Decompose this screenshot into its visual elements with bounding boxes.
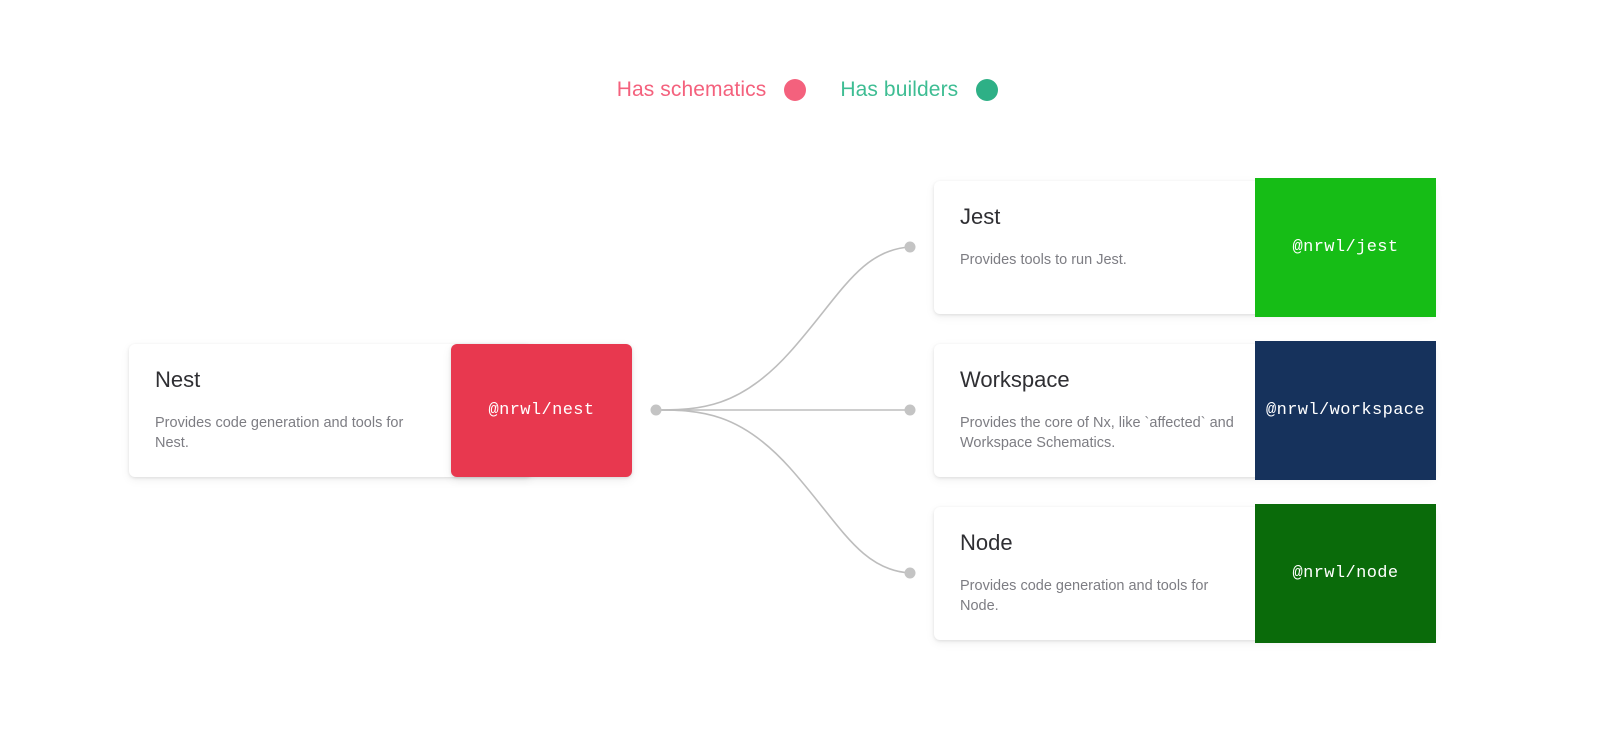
node-description: Provides code generation and tools for N… (960, 578, 1209, 614)
edge-endpoint-dot-jest (904, 241, 916, 253)
node-package-panel-jest: @nrwl/jest (1255, 178, 1436, 317)
node-title: Node (960, 530, 1013, 555)
node-package-label: @nrwl/node (1292, 564, 1399, 583)
edge-endpoint-dot-workspace (904, 404, 916, 416)
legend-label-builders: Has builders (840, 78, 959, 101)
builders-dot-icon (976, 79, 999, 101)
legend: Has schematics Has builders (0, 78, 1615, 102)
node-title: Workspace (960, 367, 1070, 392)
edge-nest-to-node (655, 409, 911, 574)
node-package-panel-workspace: @nrwl/workspace (1255, 341, 1436, 480)
node-description: Provides code generation and tools for N… (155, 415, 404, 451)
edge-source-dot-icon (650, 404, 662, 416)
edge-nest-to-jest (655, 246, 911, 411)
node-package-label: @nrwl/workspace (1265, 401, 1426, 420)
legend-item-schematics: Has schematics (617, 78, 807, 102)
node-description: Provides the core of Nx, like `affected`… (960, 415, 1234, 451)
node-title: Jest (960, 204, 1001, 229)
node-card-body: Jest Provides tools to run Jest. (934, 181, 1434, 314)
node-card-body: Workspace Provides the core of Nx, like … (934, 344, 1434, 477)
node-card-body: Nest Provides code generation and tools … (129, 344, 532, 477)
legend-label-schematics: Has schematics (616, 78, 767, 101)
schematics-dot-icon (784, 79, 807, 101)
node-package-panel-node: @nrwl/node (1255, 504, 1436, 643)
node-card-body: Node Provides code generation and tools … (934, 507, 1434, 640)
node-title: Nest (155, 367, 201, 392)
node-package-panel-nest: @nrwl/nest (451, 344, 632, 477)
node-description: Provides tools to run Jest. (960, 252, 1127, 268)
legend-item-builders: Has builders (840, 78, 999, 102)
node-package-label: @nrwl/jest (1292, 238, 1399, 257)
node-package-label: @nrwl/nest (488, 401, 595, 420)
edge-endpoint-dot-node (904, 567, 916, 579)
